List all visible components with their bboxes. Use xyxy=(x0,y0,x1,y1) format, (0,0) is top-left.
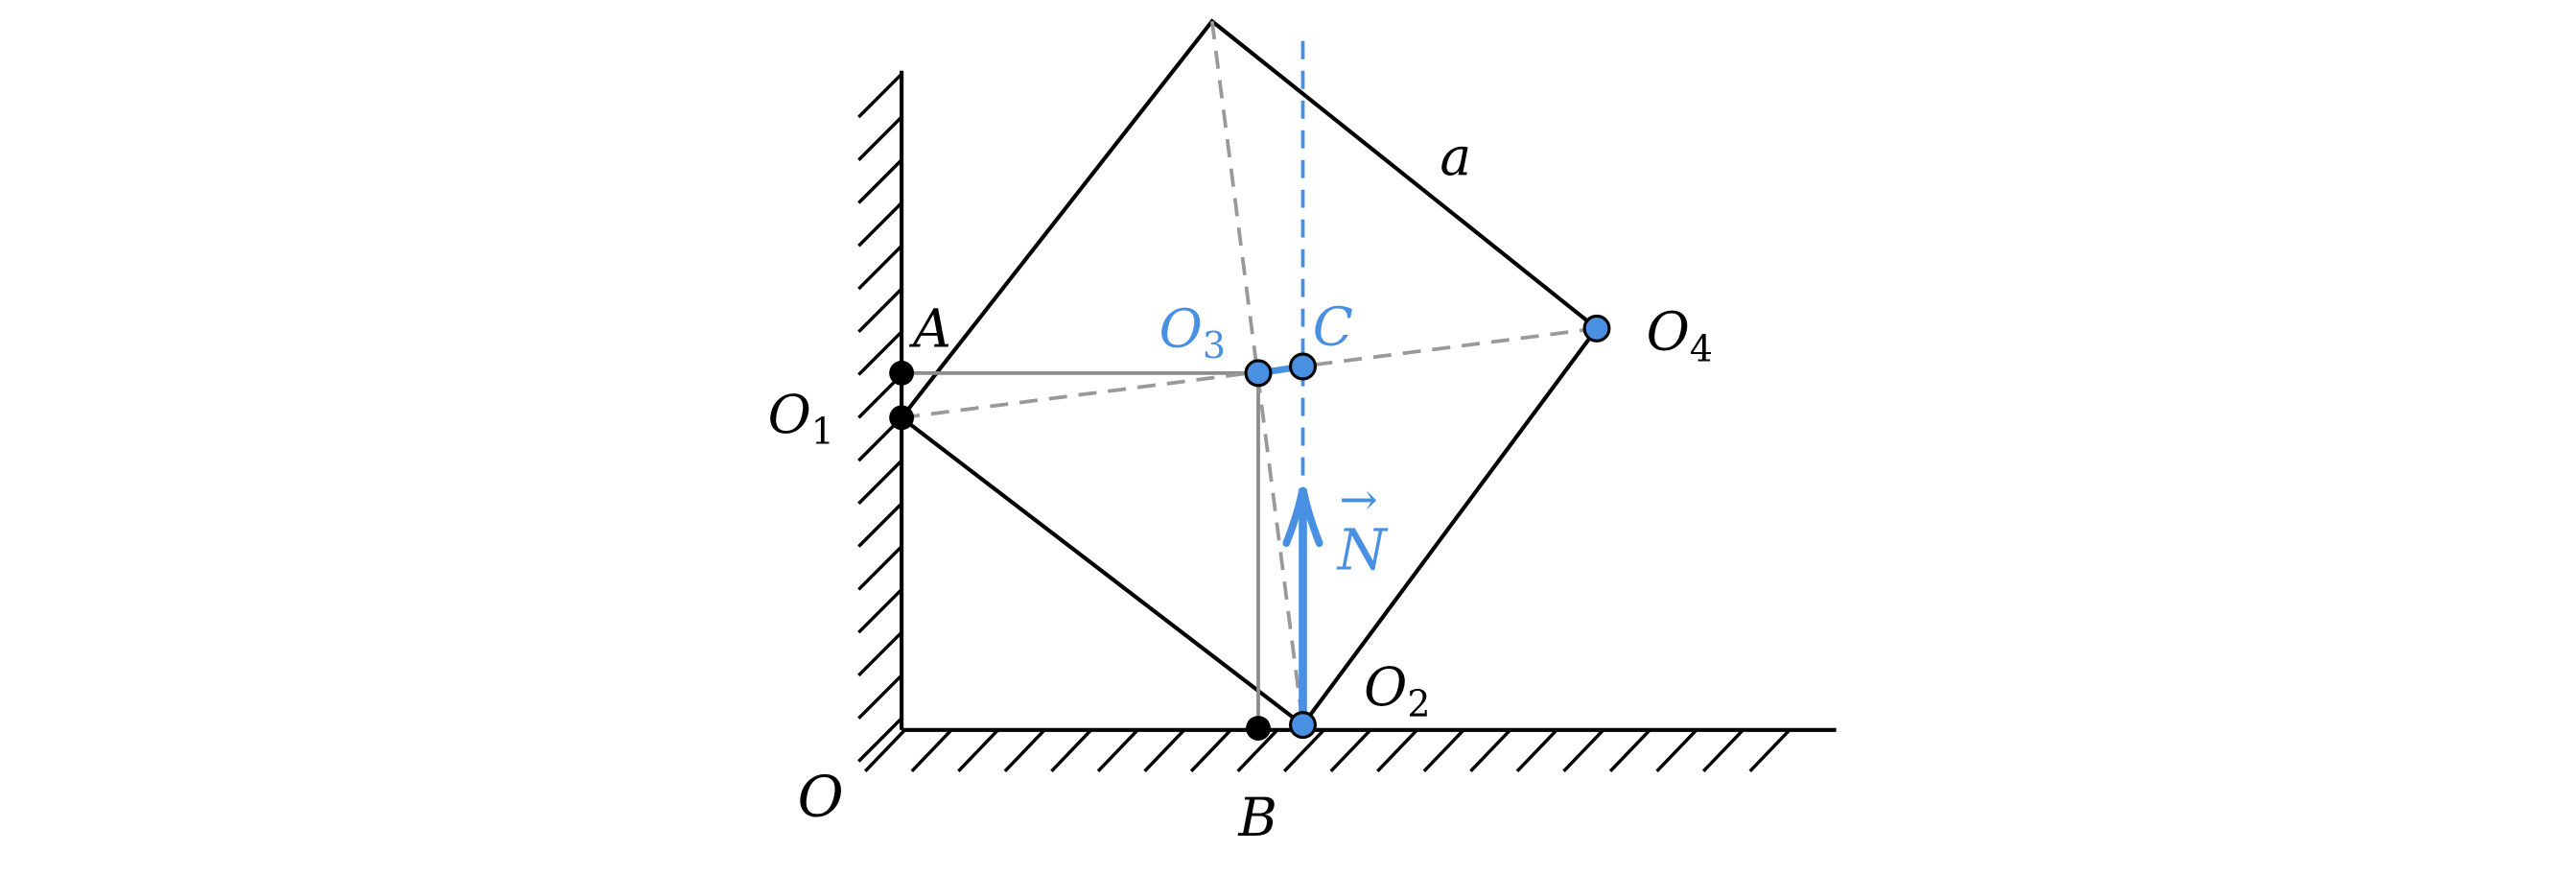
label-o1-sub: 1 xyxy=(811,411,834,453)
label-o4-main: O xyxy=(1647,301,1690,363)
floor-hatch-mark xyxy=(1282,728,1325,772)
wall-hatch-mark xyxy=(857,588,903,634)
normal-force-vector xyxy=(1282,487,1323,725)
floor-hatch-mark xyxy=(1655,728,1698,772)
wall-hatch-mark xyxy=(857,630,903,677)
label-o2-main: O xyxy=(1364,656,1407,718)
force-arrowhead xyxy=(1282,487,1323,548)
points xyxy=(889,314,1611,741)
floor-hatch-mark xyxy=(1748,728,1791,772)
point-o2 xyxy=(1289,711,1317,740)
point-o1 xyxy=(889,405,915,431)
floor-hatch-mark xyxy=(1515,728,1558,772)
point-o4 xyxy=(1582,314,1611,343)
wall-hatch-mark xyxy=(857,245,903,291)
floor-hatch-mark xyxy=(1562,728,1605,772)
floor-hatch-mark xyxy=(1701,728,1745,772)
wall-and-floor xyxy=(900,70,1837,732)
label-o3-main: O xyxy=(1159,297,1203,359)
projection-lines xyxy=(902,370,1260,729)
label-b: B xyxy=(1237,787,1276,848)
label-c: C xyxy=(1313,296,1353,358)
labels: O A B C a O1 O2 O3 O4 N → xyxy=(768,126,1713,848)
point-c xyxy=(1289,352,1317,381)
label-a: A xyxy=(908,297,951,359)
wall-hatch-mark xyxy=(857,115,903,161)
floor-hatch-mark xyxy=(1003,728,1046,772)
label-o4: O4 xyxy=(1647,301,1713,370)
label-o2-sub: 2 xyxy=(1407,683,1430,725)
point-o3 xyxy=(1244,359,1273,388)
floor-hatch-mark xyxy=(1422,728,1465,772)
wall-hatch-mark xyxy=(857,201,903,248)
wall-hatch-mark xyxy=(857,674,903,720)
floor-hatch-mark xyxy=(1236,728,1279,772)
label-side-a: a xyxy=(1440,126,1471,187)
label-o: O xyxy=(798,764,844,829)
label-o1: O1 xyxy=(768,384,834,453)
floor-hatch-mark xyxy=(1329,728,1372,772)
wall-hatch-mark xyxy=(857,717,903,763)
floor-hatch-mark xyxy=(1143,728,1186,772)
wall-hatch-mark xyxy=(857,459,903,506)
point-b xyxy=(1246,716,1271,741)
label-o3-sub: 3 xyxy=(1203,324,1226,367)
point-a xyxy=(889,360,915,386)
floor-hatch-mark xyxy=(1608,728,1651,772)
wall-hatch-mark xyxy=(857,158,903,204)
label-o3: O3 xyxy=(1159,297,1226,367)
floor-hatch-mark xyxy=(1189,728,1232,772)
floor-hatch-mark xyxy=(1469,728,1511,772)
label-o2: O2 xyxy=(1364,656,1430,725)
floor-hatch-mark xyxy=(1376,728,1418,772)
label-o1-main: O xyxy=(768,384,811,445)
floor-hatching xyxy=(863,728,1791,772)
wall-hatch-mark xyxy=(857,330,903,376)
floor-hatch-mark xyxy=(863,728,906,772)
floor-hatch-mark xyxy=(910,728,953,772)
wall-hatch-mark xyxy=(857,72,903,119)
floor-hatch-mark xyxy=(1096,728,1139,772)
wall-hatch-mark xyxy=(857,545,903,591)
wall-hatch-mark xyxy=(857,502,903,548)
floor-hatch-mark xyxy=(1050,728,1093,772)
label-o4-sub: 4 xyxy=(1690,328,1713,370)
wall-hatch-mark xyxy=(857,287,903,334)
label-n: N xyxy=(1336,518,1389,583)
label-n-vector-arrow: → xyxy=(1339,473,1377,527)
floor-hatch-mark xyxy=(957,728,999,772)
